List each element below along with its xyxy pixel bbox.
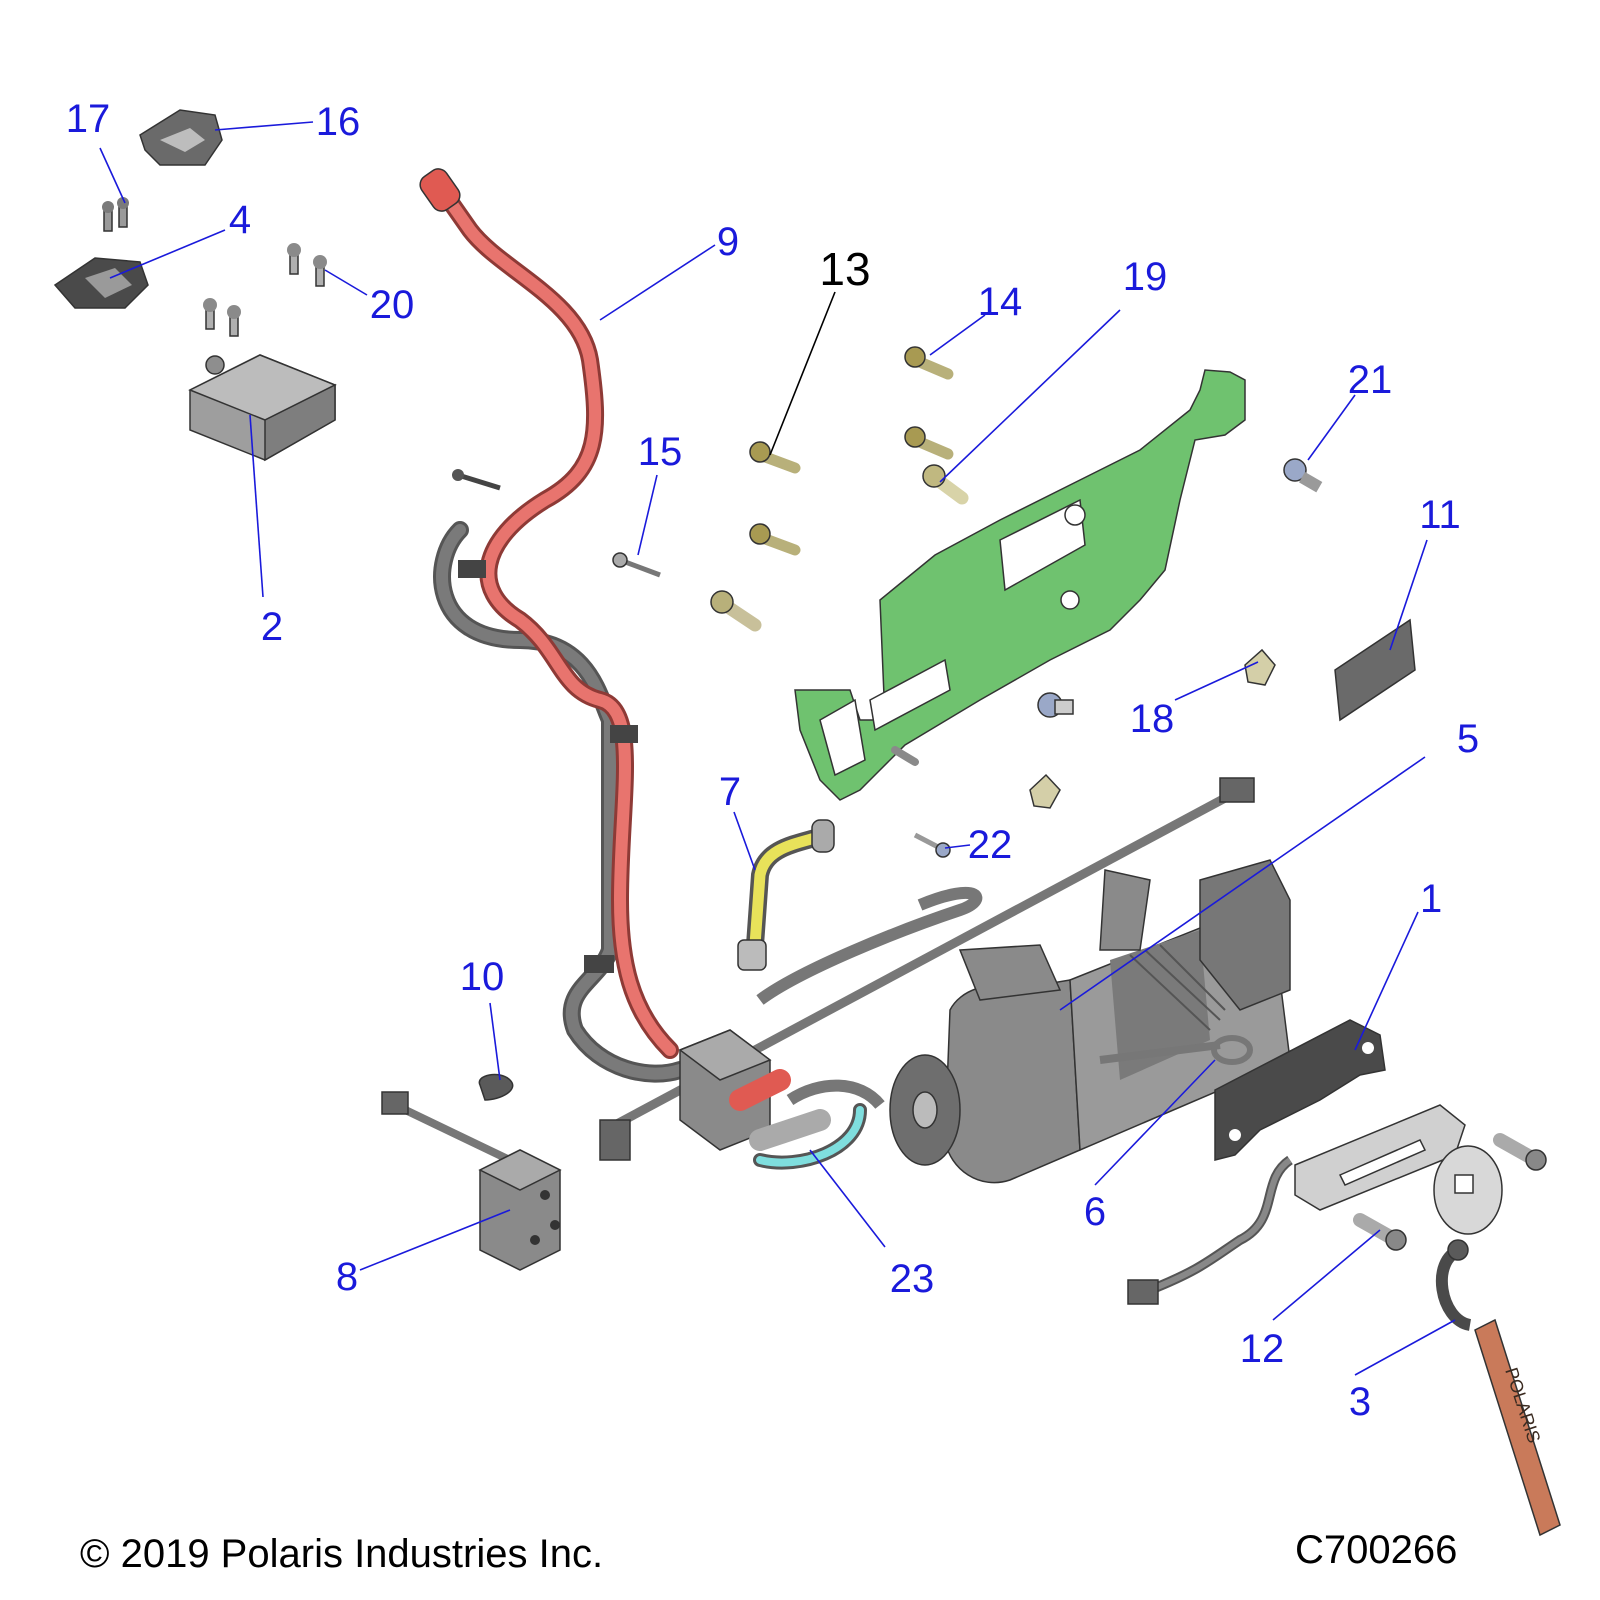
part-5-winch	[889, 859, 1291, 1184]
part-10-clip	[478, 1073, 514, 1101]
callout-17: 17	[66, 97, 111, 141]
callout-1: 1	[1420, 877, 1442, 921]
leader-lines	[99, 121, 1456, 1376]
callout-18: 18	[1130, 697, 1175, 741]
callout-20: 20	[370, 283, 415, 327]
callout-9: 9	[717, 220, 739, 264]
callout-2: 2	[261, 605, 283, 649]
callout-labels: 1 2 3 4 5 6 7 8 9 10 11 12 13 14 15 16 1…	[66, 97, 1479, 1424]
part-8-solenoid	[381, 1091, 562, 1271]
callout-14: 14	[978, 280, 1023, 324]
callout-7: 7	[719, 770, 741, 814]
solenoid-assembly	[678, 1029, 831, 1151]
part-16-cover	[139, 109, 223, 166]
part-2-controller-box	[188, 354, 337, 462]
part-22-screw	[913, 832, 951, 858]
callout-16: 16	[316, 100, 361, 144]
part-4-module	[53, 257, 149, 309]
callout-12: 12	[1240, 1327, 1285, 1371]
part-9-cable-harness	[419, 168, 689, 1083]
part-21-bolt	[1283, 458, 1323, 493]
callout-4: 4	[229, 198, 251, 242]
callout-10: 10	[460, 955, 505, 999]
callout-6: 6	[1084, 1190, 1106, 1234]
callout-8: 8	[336, 1255, 358, 1299]
winch-mounting-plate	[794, 369, 1246, 801]
part-3-hook-strap: POLARIS	[1435, 1239, 1561, 1537]
callout-3: 3	[1349, 1380, 1371, 1424]
part-13-bolts	[710, 441, 801, 632]
part-19-bolt	[922, 464, 969, 505]
callout-21: 21	[1348, 358, 1393, 402]
part-7-yellow-cable	[737, 819, 835, 971]
copyright-notice: © 2019 Polaris Industries Inc.	[80, 1532, 604, 1576]
part-20-screws	[203, 243, 327, 337]
callout-23: 23	[890, 1257, 935, 1301]
callout-5: 5	[1457, 717, 1479, 761]
part-15-fastener	[612, 552, 661, 578]
part-17-screws	[102, 197, 129, 232]
winch-remote-cable	[1127, 1155, 1294, 1305]
part-14-bolts	[904, 346, 954, 460]
callout-22: 22	[968, 823, 1013, 867]
part-11-label	[1334, 618, 1416, 722]
hook-stopper	[1433, 1145, 1503, 1235]
callout-13: 13	[819, 243, 870, 295]
callout-11: 11	[1419, 493, 1461, 537]
drawing-number: C700266	[1295, 1528, 1458, 1572]
part-12-bolts	[1353, 1133, 1547, 1251]
part-23-cyan-cable	[753, 1079, 885, 1170]
part-6-winch-cable	[1099, 1035, 1253, 1065]
part-18-nuts	[891, 648, 1276, 809]
part-1-bracket	[1214, 1019, 1386, 1161]
callout-19: 19	[1123, 255, 1168, 299]
callout-15: 15	[638, 430, 683, 474]
